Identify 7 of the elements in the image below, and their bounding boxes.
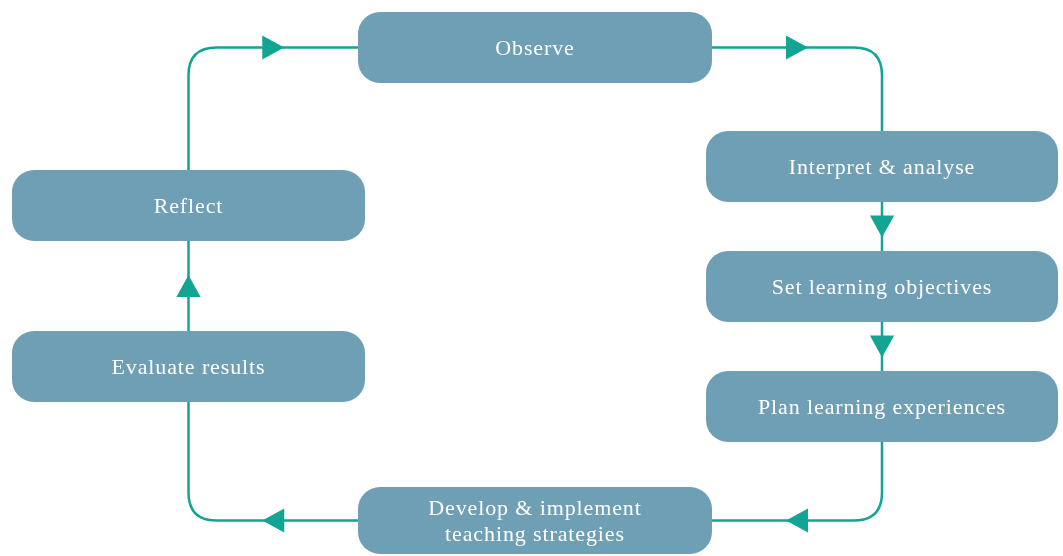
- process-box: Set learning objectives: [706, 251, 1058, 322]
- process-box: Develop & implement teaching strategies: [358, 487, 712, 554]
- process-box: Reflect: [12, 170, 365, 241]
- process-box: Evaluate results: [12, 331, 365, 402]
- process-box: Plan learning experiences: [706, 371, 1058, 442]
- process-box: Interpret & analyse: [706, 131, 1058, 202]
- process-box: Observe: [358, 12, 712, 83]
